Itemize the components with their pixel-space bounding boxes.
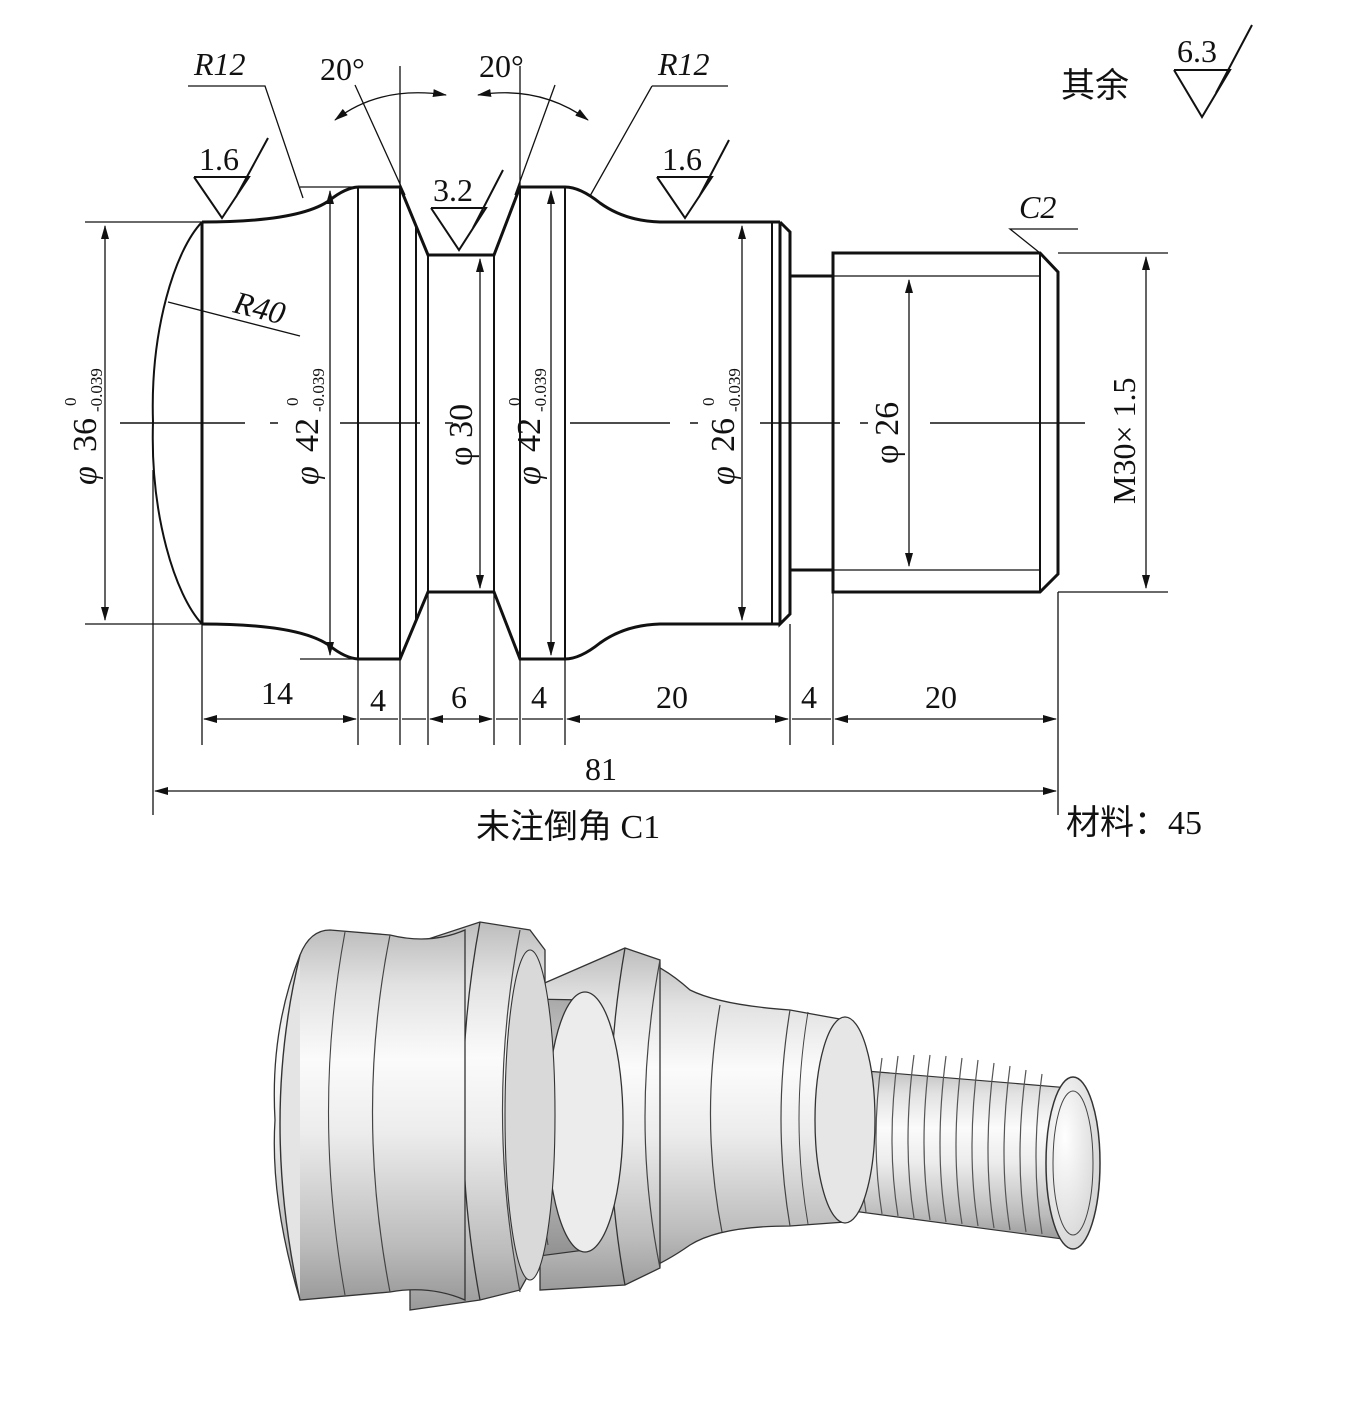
length-6: 6 xyxy=(451,679,467,715)
svg-text:0: 0 xyxy=(61,398,80,407)
chamfer-annotation: C2 xyxy=(1008,189,1078,254)
finish-groove: 3.2 xyxy=(433,172,473,208)
center-lines xyxy=(120,190,1085,610)
svg-text:φ 30: φ 30 xyxy=(443,404,480,466)
svg-text:-0.039: -0.039 xyxy=(309,368,328,412)
dia-42b-label: φ 42 0 -0.039 xyxy=(505,368,550,485)
svg-text:-0.039: -0.039 xyxy=(87,368,106,412)
length-20a: 20 xyxy=(656,679,688,715)
svg-text:φ: φ xyxy=(289,466,326,485)
length-14: 14 xyxy=(261,675,293,711)
dia-26b-label: φ 26 xyxy=(869,402,906,464)
finish-other: 6.3 xyxy=(1177,33,1217,69)
svg-text:36: 36 xyxy=(67,418,104,452)
svg-text:φ: φ xyxy=(511,466,548,485)
finish-left: 1.6 xyxy=(199,141,239,177)
length-4c: 4 xyxy=(801,679,817,715)
svg-text:42: 42 xyxy=(289,418,326,452)
svg-text:M30× 1.5: M30× 1.5 xyxy=(1106,378,1142,505)
chamfer-c2: C2 xyxy=(1019,189,1056,225)
dia-36-label: φ 36 0 -0.039 xyxy=(61,368,106,485)
svg-text:φ: φ xyxy=(705,466,742,485)
svg-text:0: 0 xyxy=(505,398,524,407)
r12-left: R12 xyxy=(193,46,246,82)
r40: R40 xyxy=(229,284,289,332)
angle-right: 20° xyxy=(479,48,524,84)
thread-section xyxy=(829,1054,1101,1250)
surface-finish-marks: 1.6 3.2 1.6 6.3 其余 xyxy=(193,24,1253,252)
note-chamfer: 未注倒角 C1 xyxy=(476,808,660,846)
left-body xyxy=(273,929,466,1301)
svg-text:-0.039: -0.039 xyxy=(725,368,744,412)
part-3d-render xyxy=(273,921,1101,1311)
length-81: 81 xyxy=(585,751,617,787)
svg-text:φ: φ xyxy=(67,466,104,485)
svg-text:0: 0 xyxy=(283,398,302,407)
length-4b: 4 xyxy=(531,679,547,715)
dia-30-label: φ 30 xyxy=(443,404,480,466)
right-shoulder xyxy=(599,955,876,1281)
length-dimensions: 14 4 6 4 20 4 20 81 xyxy=(152,470,1059,815)
diameter-labels: φ 36 0 -0.039 φ 42 0 -0.039 φ 30 φ 42 0 … xyxy=(61,368,1142,504)
svg-text:26: 26 xyxy=(705,418,742,452)
dia-26a-label: φ 26 0 -0.039 xyxy=(699,368,744,485)
svg-text:φ 26: φ 26 xyxy=(869,402,906,464)
diameter-dimensions xyxy=(85,186,1168,660)
finish-right: 1.6 xyxy=(662,141,702,177)
svg-text:0: 0 xyxy=(699,398,718,407)
dia-42a-label: φ 42 0 -0.039 xyxy=(283,368,328,485)
r12-right: R12 xyxy=(657,46,710,82)
length-4a: 4 xyxy=(370,682,386,718)
svg-text:42: 42 xyxy=(511,418,548,452)
angle-left: 20° xyxy=(320,51,365,87)
length-20b: 20 xyxy=(925,679,957,715)
material-note: 材料：45 xyxy=(1066,804,1202,842)
svg-text:-0.039: -0.039 xyxy=(531,368,550,412)
thread-label: M30× 1.5 xyxy=(1106,378,1142,505)
angle-annotations: 20° 20° xyxy=(320,48,589,196)
finish-other-label: 其余 xyxy=(1061,67,1129,105)
